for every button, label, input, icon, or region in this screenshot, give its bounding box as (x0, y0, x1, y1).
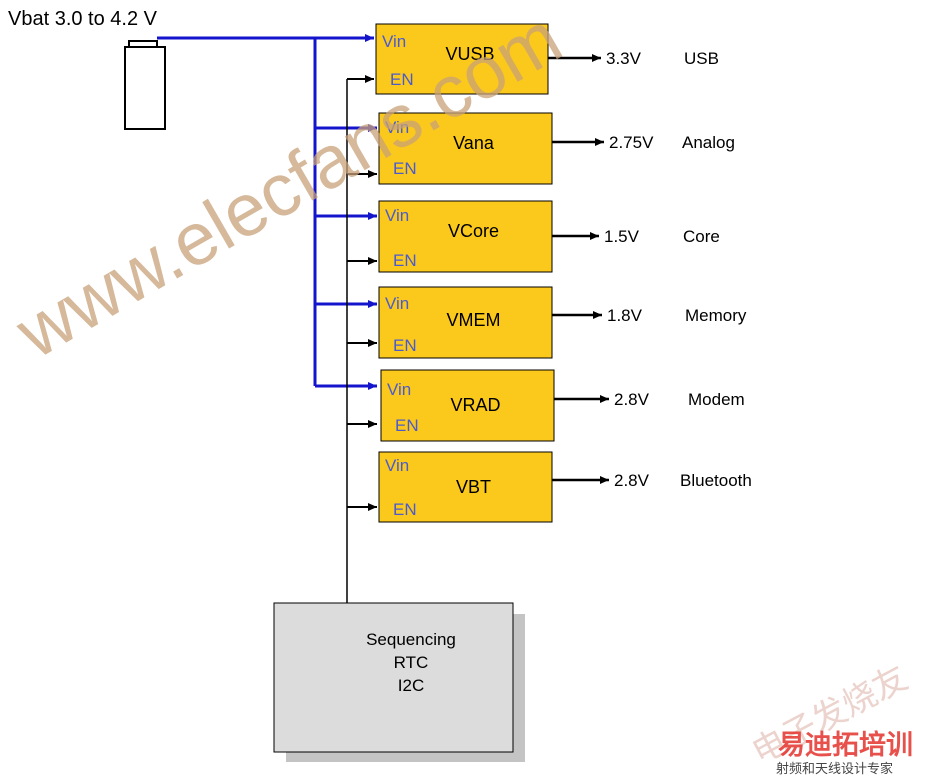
output-domain: Memory (685, 306, 747, 325)
regulator-box (380, 369, 555, 442)
vin-pin-label: Vin (385, 294, 409, 313)
output-voltage: 3.3V (606, 49, 642, 68)
regulator-box (378, 451, 553, 523)
output-voltage: 2.75V (609, 133, 654, 152)
sequencer-line1: Sequencing (366, 630, 456, 649)
sequencer-line3: I2C (398, 676, 424, 695)
en-arrows (347, 75, 377, 511)
regulator-box (375, 23, 549, 95)
vin-pin-label: Vin (387, 380, 411, 399)
output-voltage: 1.5V (604, 227, 640, 246)
vin-pin-label: Vin (385, 206, 409, 225)
battery-label: Vbat 3.0 to 4.2 V (8, 8, 158, 30)
output-voltage: 2.8V (614, 390, 650, 409)
vin-arrows (315, 34, 377, 390)
en-pin-label: EN (393, 336, 417, 355)
sequencer-line2: RTC (394, 653, 429, 672)
vin-pin-label: Vin (385, 456, 409, 475)
battery-icon (124, 40, 166, 130)
output-domain: Modem (688, 390, 745, 409)
output-domain: Core (683, 227, 720, 246)
regulator-name: VUSB (445, 44, 494, 64)
output-domain: Bluetooth (680, 471, 752, 490)
vbat-bus (157, 36, 317, 386)
en-pin-label: EN (393, 500, 417, 519)
en-pin-label: EN (395, 416, 419, 435)
vin-pin-label: Vin (382, 32, 406, 51)
watermark-tagline: 射频和天线设计专家 (776, 761, 893, 776)
regulator-box (378, 112, 553, 185)
en-pin-label: EN (393, 251, 417, 270)
output-voltage: 2.8V (614, 471, 650, 490)
regulator-box (378, 200, 553, 273)
en-pin-label: EN (393, 159, 417, 178)
output-domain: Analog (682, 133, 735, 152)
regulator-name: VMEM (447, 310, 501, 330)
sequencer-block: Sequencing RTC I2C (273, 602, 525, 762)
regulator-name: VRAD (450, 395, 500, 415)
output-domain: USB (684, 49, 719, 68)
regulator-name: VCore (448, 221, 499, 241)
output-voltage: 1.8V (607, 306, 643, 325)
en-pin-label: EN (390, 70, 414, 89)
regulator-box (378, 286, 553, 359)
vin-pin-label: Vin (385, 118, 409, 137)
regulator-name: VBT (456, 477, 491, 497)
watermark-brand: 易迪拓培训 (778, 730, 913, 760)
regulator-name: Vana (453, 133, 495, 153)
